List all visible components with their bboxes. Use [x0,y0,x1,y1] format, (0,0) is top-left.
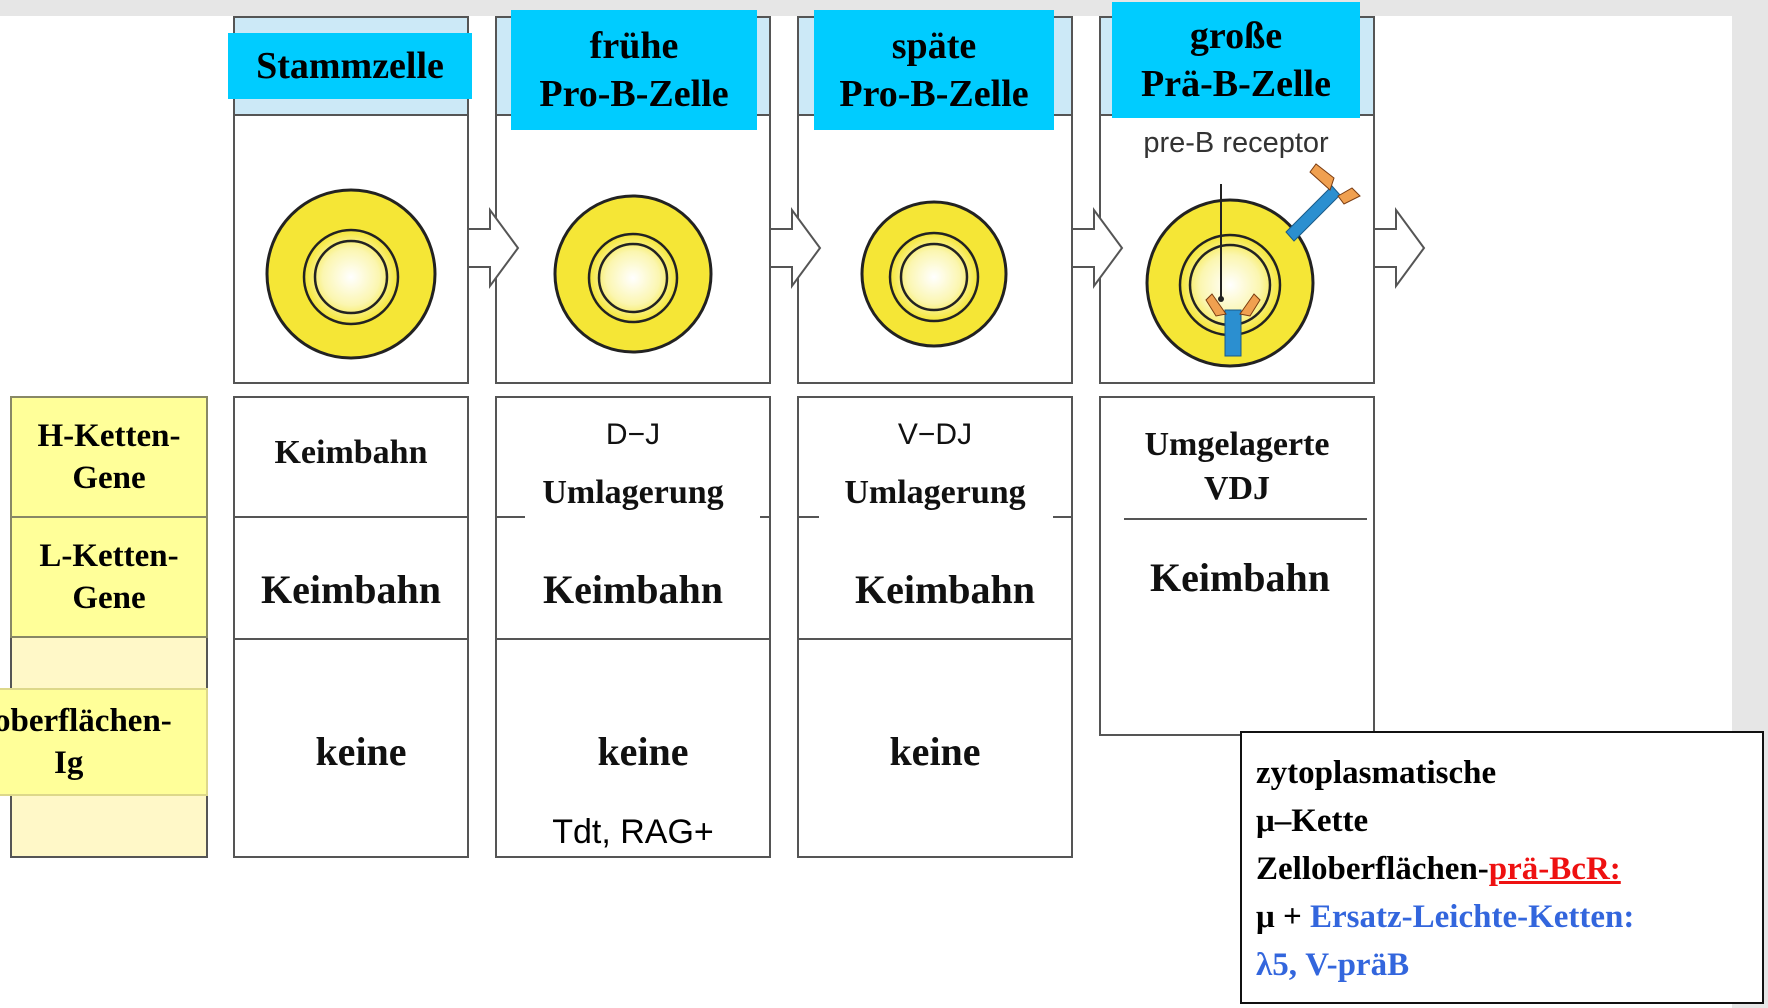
info-line-3-prefix: Zelloberflächen- [1256,851,1489,887]
row-divider [495,638,771,640]
h-chain-stage-4-line1: Umgelagerte [1144,426,1330,463]
arrow-2-icon [771,206,822,290]
large-pre-b-cell-icon [1145,163,1361,368]
arrow-4-icon [1375,206,1426,290]
l-chain-stage-4: Keimbahn [1149,555,1331,600]
arrow-1-icon [469,206,520,290]
stage-1-table-box [233,396,469,858]
stage-4-label: große Prä-B-Zelle [1112,2,1360,118]
row-label-surface-ig: oberflächen- Ig [0,688,208,796]
stage-1-label-line1: Stammzelle [256,45,444,87]
row-label-h-chain: H-Ketten- Gene [10,396,208,518]
row-label-h-chain-line2: Gene [72,460,146,496]
row-label-l-chain-line1: L-Ketten- [39,538,179,574]
row-label-h-chain-line1: H-Ketten- [37,418,181,454]
info-line-4: μ + Ersatz-Leichte-Ketten: [1256,893,1752,941]
row-label-surface-line1: oberflächen- [0,703,172,739]
stage-2-label: frühe Pro-B-Zelle [511,10,757,130]
h-chain-stage-3-main: Umlagerung [844,474,1026,511]
row-label-l-chain: L-Ketten- Gene [10,516,208,638]
row-divider [233,638,469,640]
info-line-4-mu: μ + [1256,899,1311,935]
row-divider [797,638,1073,640]
info-surrogate-chains: Ersatz-Leichte-Ketten: [1310,899,1635,935]
stage-2-table-box [495,396,771,858]
row-divider [760,516,771,518]
l-chain-stage-1: Keimbahn [260,567,442,612]
h-chain-stage-2-main: Umlagerung [542,474,724,511]
row-divider [1053,516,1073,518]
info-line-3: Zelloberflächen-prä-BcR: [1256,845,1752,893]
stage-2-label-line2: Pro-B-Zelle [539,73,729,115]
late-pro-b-cell-icon [860,200,1008,348]
info-pre-bcr-highlight: prä-BcR: [1488,851,1621,887]
stage-4-table-box [1099,396,1375,736]
stage-3-label-line2: Pro-B-Zelle [839,73,1029,115]
h-chain-stage-3-top: V−DJ [897,418,973,451]
stage-2-label-line1: frühe [589,25,679,67]
row-divider [495,516,525,518]
info-line-1: zytoplasmatische [1256,755,1497,791]
surface-stage-2: keine [597,729,689,774]
stage-3-label: späte Pro-B-Zelle [814,10,1054,130]
surface-stage-3: keine [889,729,981,774]
h-chain-stage-1: Keimbahn [274,434,428,471]
stage-2-enzymes: Tdt, RAG+ [552,813,714,851]
h-chain-stage-4-line2: VDJ [1203,470,1271,507]
receptor-label: pre-B receptor [1143,127,1329,159]
row-label-l-chain-line2: Gene [72,580,146,616]
stage-4-label-line1: große [1189,15,1283,57]
row-label-surface-line2: Ig [54,745,84,781]
stage-3-label-line1: späte [891,25,977,67]
l-chain-stage-3: Keimbahn [854,567,1036,612]
pre-bcr-info-box: zytoplasmatische μ–Kette Zelloberflächen… [1240,731,1764,1004]
stage-1-label: Stammzelle [228,33,472,99]
info-line-5: λ5, V-präB [1256,947,1410,983]
stage-3-table-box [797,396,1073,858]
h-chain-stage-2-top: D−J [605,418,661,451]
arrow-3-icon [1073,206,1124,290]
cell-illustrations: pre-B receptor [265,127,1426,368]
row-divider [233,516,469,518]
stage-4-label-line2: Prä-B-Zelle [1141,63,1331,105]
stem-cell-icon [265,188,437,360]
surface-stage-1: keine [315,729,407,774]
l-chain-stage-2: Keimbahn [542,567,724,612]
row-divider [1124,518,1367,520]
row-divider [797,516,819,518]
early-pro-b-cell-icon [553,194,713,354]
info-line-2: μ–Kette [1256,803,1369,839]
